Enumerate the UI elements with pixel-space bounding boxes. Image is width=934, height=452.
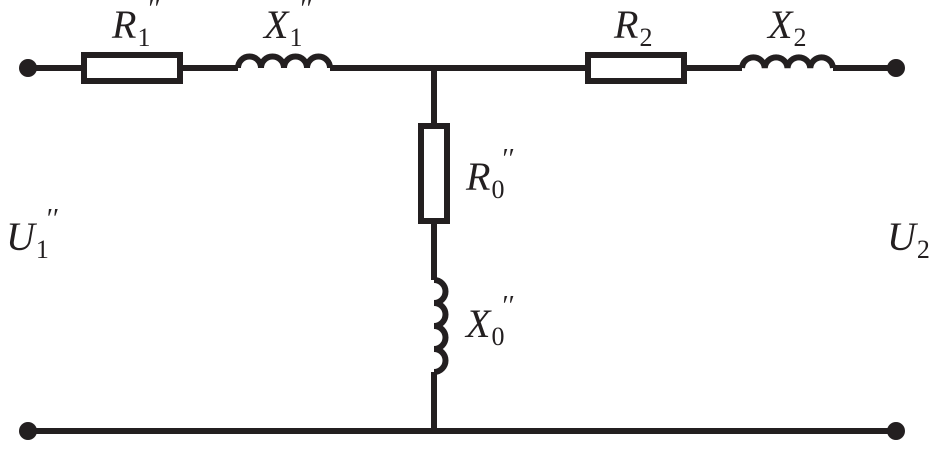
terminal-input-bottom <box>19 422 37 440</box>
label-x2: X2 <box>766 2 806 52</box>
label-x1: X1′′ <box>262 0 313 52</box>
terminal-input-top <box>19 59 37 77</box>
label-x0: X0′′ <box>464 291 515 351</box>
inductor-x1 <box>235 53 333 69</box>
label-r0: R0′′ <box>465 144 515 204</box>
terminal-output-top <box>887 59 905 77</box>
terminal-output-bottom <box>887 422 905 440</box>
inductor-x0 <box>433 277 449 375</box>
resistor-r1 <box>81 52 183 84</box>
label-u1: U1′′ <box>6 204 59 264</box>
inductor-x2 <box>739 54 836 69</box>
resistor-r2 <box>585 52 687 84</box>
label-u2: U2 <box>887 214 930 264</box>
label-r1: R1′′ <box>111 0 161 52</box>
label-r2: R2 <box>613 2 652 52</box>
resistor-r0 <box>418 123 450 224</box>
